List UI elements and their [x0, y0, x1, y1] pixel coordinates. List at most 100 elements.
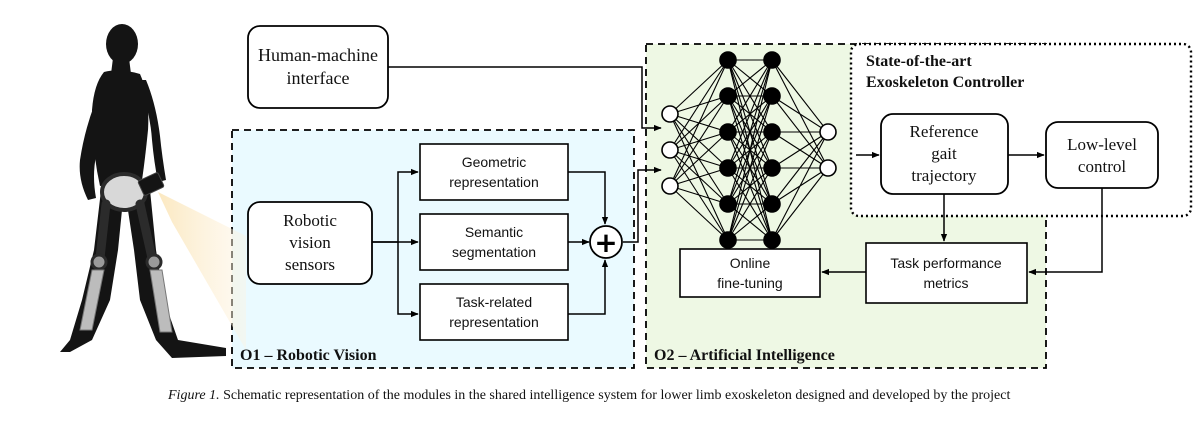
reference-label-line1: Reference: [910, 122, 979, 141]
controller-title-line1: State-of-the-art: [866, 53, 972, 70]
robotic-vision-sensors-box: Robotic vision sensors: [247, 201, 373, 285]
nn-hidden-node: [719, 159, 737, 177]
camera-beam: [158, 192, 246, 350]
head: [106, 24, 138, 64]
nn-hidden-node: [719, 231, 737, 249]
nn-connection: [669, 59, 729, 115]
nn-connection: [727, 59, 773, 205]
task-related-label-line1: Task-related: [456, 294, 532, 310]
nn-hidden-node: [763, 123, 781, 141]
online-label-line1: Online: [730, 255, 771, 271]
nn-connection: [771, 131, 829, 241]
low-level-control-box: Low-level control: [1045, 121, 1159, 189]
nn-connection: [727, 59, 773, 169]
nn-hidden-node: [719, 51, 737, 69]
nn-connection: [669, 185, 729, 205]
nn-output-node: [819, 159, 837, 177]
semantic-label-line2: segmentation: [452, 244, 536, 260]
nn-connection: [669, 167, 729, 187]
nn-hidden-node: [763, 231, 781, 249]
lowlevel-to-metrics-connector: [1028, 188, 1103, 276]
nn-connection: [727, 59, 773, 241]
reference-label-line2: gait: [931, 144, 957, 163]
nn-output-node: [819, 123, 837, 141]
connectors: [372, 66, 1103, 318]
sum-junction: +: [589, 225, 623, 259]
nn-input-node: [661, 141, 679, 159]
caption-text: Schematic representation of the modules …: [220, 388, 1011, 403]
task-related-representation-box: Task-related representation: [419, 283, 569, 341]
nn-connection: [727, 59, 773, 97]
nn-connection: [727, 167, 773, 241]
nn-connection: [771, 131, 829, 169]
sensors-to-task-related-connector: [397, 242, 419, 318]
exo-knee-right: [145, 253, 163, 271]
sensors-label-line2: vision: [289, 233, 331, 252]
nn-connection: [727, 95, 773, 241]
nn-connection: [771, 95, 829, 133]
nn-connection: [727, 59, 773, 133]
nn-connection: [669, 59, 729, 187]
exo-knee-left: [90, 253, 108, 271]
online-label-line2: fine-tuning: [717, 275, 782, 291]
nn-connection: [771, 59, 829, 133]
reference-gait-trajectory-box: Reference gait trajectory: [880, 113, 1009, 195]
low-level-label-line1: Low-level: [1067, 135, 1137, 154]
nn-hidden-node: [763, 195, 781, 213]
human-figure-illustration: [60, 24, 246, 358]
nn-hidden-node: [719, 123, 737, 141]
task-performance-label-line2: metrics: [923, 275, 968, 291]
figure-caption: Figure 1. Schematic representation of th…: [167, 388, 1010, 403]
hmi-label-line1: Human-machine: [258, 45, 378, 65]
geometric-representation-box: Geometric representation: [419, 143, 569, 201]
sensors-label-line1: Robotic: [283, 211, 337, 230]
nn-hidden-node: [719, 195, 737, 213]
geometric-label-line1: Geometric: [462, 154, 527, 170]
nn-connection: [727, 131, 773, 241]
semantic-label-line1: Semantic: [465, 224, 523, 240]
nn-connection: [771, 131, 829, 205]
task-performance-metrics-box: Task performance metrics: [865, 242, 1028, 304]
prosthetic-shin-left: [79, 269, 105, 331]
reference-label-line3: trajectory: [911, 166, 977, 185]
sum-to-nn-connector: [623, 166, 662, 243]
sensors-label-line3: sensors: [285, 255, 335, 274]
o1-region-title: O1 – Robotic Vision: [240, 347, 377, 364]
task-performance-label-line1: Task performance: [890, 255, 1001, 271]
nn-hidden-node: [763, 51, 781, 69]
hmi-label-line2: interface: [287, 68, 350, 88]
nn-connection: [669, 131, 729, 187]
nn-connection: [669, 185, 729, 241]
task-related-label-line2: representation: [449, 314, 539, 330]
hmi-to-nn-connector: [388, 66, 662, 132]
controller-title-line2: Exoskeleton Controller: [866, 74, 1024, 91]
task-related-to-sum-connector: [568, 259, 609, 315]
caption-figure-label: Figure 1.: [167, 388, 220, 403]
nn-input-node: [661, 105, 679, 123]
human-machine-interface-box: Human-machine interface: [247, 25, 389, 109]
nn-hidden-node: [763, 159, 781, 177]
nn-hidden-node: [763, 87, 781, 105]
sum-symbol: +: [594, 226, 617, 259]
semantic-segmentation-box: Semantic segmentation: [419, 213, 569, 271]
online-fine-tuning-box: Online fine-tuning: [679, 248, 821, 298]
nn-input-node: [661, 177, 679, 195]
front-arm: [138, 80, 166, 182]
hip-camera: [137, 172, 165, 196]
geometric-label-line2: representation: [449, 174, 539, 190]
low-level-label-line2: control: [1078, 157, 1126, 176]
prosthetic-shin-right: [149, 269, 173, 333]
nn-connection: [669, 59, 729, 151]
nn-connection: [669, 95, 729, 187]
nn-hidden-node: [719, 87, 737, 105]
nn-connection: [727, 203, 773, 241]
o2-region-title: O2 – Artificial Intelligence: [654, 347, 835, 364]
neck: [111, 58, 131, 74]
geometric-to-sum-connector: [568, 171, 609, 225]
nn-connection: [771, 167, 829, 241]
exo-thigh-left: [95, 199, 111, 263]
back-arm: [79, 82, 114, 200]
neural-network: [661, 51, 837, 249]
